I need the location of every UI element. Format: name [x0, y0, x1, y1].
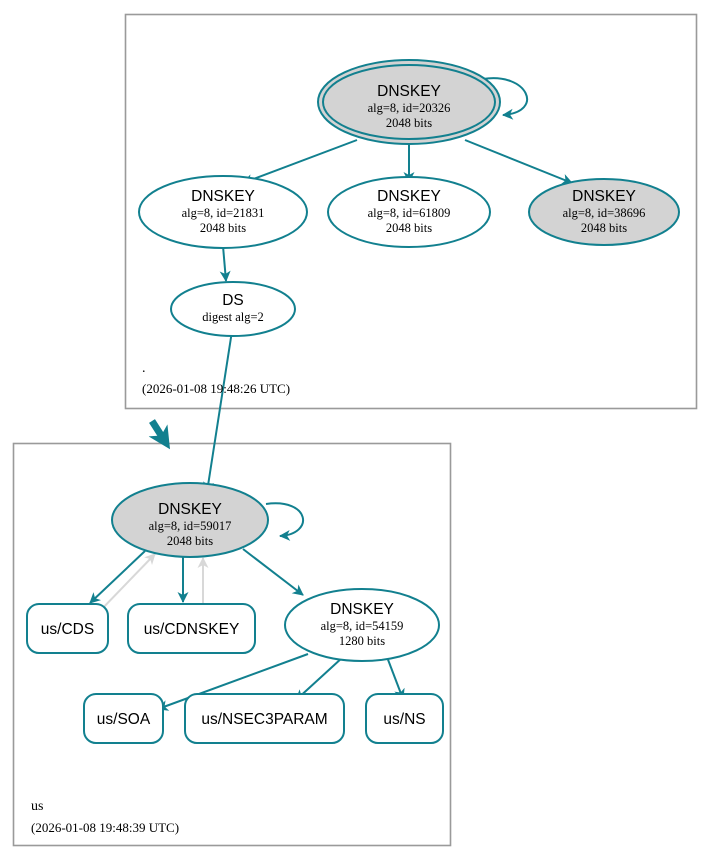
node-alg-id: alg=8, id=54159 — [321, 619, 404, 633]
node-ellipse — [284, 588, 440, 662]
rrset-label: us/SOA — [97, 711, 151, 728]
edge-us-ksk-to-zsk — [242, 548, 304, 596]
edge-self-sign-root-ksk — [482, 77, 529, 120]
node-title: DNSKEY — [377, 188, 441, 205]
node-key-size: 1280 bits — [339, 634, 385, 648]
node-alg-id: alg=8, id=20326 — [368, 101, 451, 115]
zone-label-us: us — [31, 799, 43, 814]
edge-zone-delegation-root-to-us — [148, 419, 171, 450]
rrset-box — [83, 693, 164, 744]
node-title: DNSKEY — [330, 601, 394, 618]
edge-cds-to-us-ksk-inactive — [97, 553, 156, 614]
edge-root-21831-to-ds — [219, 245, 231, 282]
node-title: DNSKEY — [158, 501, 222, 518]
zone-label-root: . — [142, 361, 146, 376]
node-ellipse — [327, 176, 491, 248]
rrset-label: us/CDS — [41, 621, 94, 638]
edge-us-zsk-to-soa — [157, 653, 309, 711]
node-key-size: 2048 bits — [386, 221, 432, 235]
node-alg-id: alg=8, id=21831 — [182, 206, 265, 220]
rrset-label: us/NSEC3PARAM — [201, 711, 327, 728]
rrset-us-cdnskey[interactable]: us/CDNSKEY — [127, 603, 256, 654]
node-title: DNSKEY — [377, 83, 441, 100]
rrset-box — [26, 603, 109, 654]
node-key-size: 2048 bits — [167, 534, 213, 548]
node-title: DS — [222, 292, 244, 309]
node-root-zsk-38696[interactable]: DNSKEY alg=8, id=38696 2048 bits — [528, 178, 680, 246]
edge-root-ds-to-us-ksk — [203, 330, 233, 493]
node-us-ksk-59017[interactable]: DNSKEY alg=8, id=59017 2048 bits — [111, 482, 269, 558]
rrset-label: us/CDNSKEY — [144, 621, 240, 638]
rrset-box — [184, 693, 345, 744]
edge-root-ksk-to-38696 — [464, 139, 573, 185]
node-ellipse — [170, 281, 296, 337]
node-root-ds[interactable]: DS digest alg=2 — [170, 281, 296, 337]
node-ellipse-inner-trust-anchor — [322, 64, 496, 140]
rrset-box — [365, 693, 444, 744]
node-key-size: 2048 bits — [581, 221, 627, 235]
rrset-us-ns[interactable]: us/NS — [365, 693, 444, 744]
edge-root-ksk-to-21831 — [242, 139, 358, 185]
rrset-us-cds[interactable]: us/CDS — [26, 603, 109, 654]
rrset-us-soa[interactable]: us/SOA — [83, 693, 164, 744]
edge-us-zsk-to-ns — [386, 656, 405, 700]
rrset-label: us/NS — [383, 711, 425, 728]
node-root-ksk-20326[interactable]: DNSKEY alg=8, id=20326 2048 bits — [317, 59, 501, 145]
rrset-us-nsec3param[interactable]: us/NSEC3PARAM — [184, 693, 345, 744]
node-us-zsk-54159[interactable]: DNSKEY alg=8, id=54159 1280 bits — [284, 588, 440, 662]
node-alg-id: alg=8, id=59017 — [149, 519, 232, 533]
node-root-zsk-61809[interactable]: DNSKEY alg=8, id=61809 2048 bits — [327, 176, 491, 248]
rrset-box — [127, 603, 256, 654]
edge-self-sign-us-ksk — [265, 502, 305, 541]
node-key-size: 2048 bits — [200, 221, 246, 235]
node-root-zsk-21831[interactable]: DNSKEY alg=8, id=21831 2048 bits — [138, 175, 308, 249]
node-ellipse — [138, 175, 308, 249]
node-alg-id: alg=8, id=61809 — [368, 206, 451, 220]
node-ellipse — [528, 178, 680, 246]
edge-us-zsk-to-nsec3param — [295, 656, 344, 701]
node-digest-alg: digest alg=2 — [202, 310, 264, 324]
node-key-size: 2048 bits — [386, 116, 432, 130]
zone-timestamp-us: (2026-01-08 19:48:39 UTC) — [31, 820, 179, 835]
node-title: DNSKEY — [572, 188, 636, 205]
zone-timestamp-root: (2026-01-08 19:48:26 UTC) — [142, 381, 290, 396]
node-alg-id: alg=8, id=38696 — [563, 206, 646, 220]
edge-us-ksk-to-cds — [89, 550, 146, 604]
node-ellipse — [111, 482, 269, 558]
node-title: DNSKEY — [191, 188, 255, 205]
